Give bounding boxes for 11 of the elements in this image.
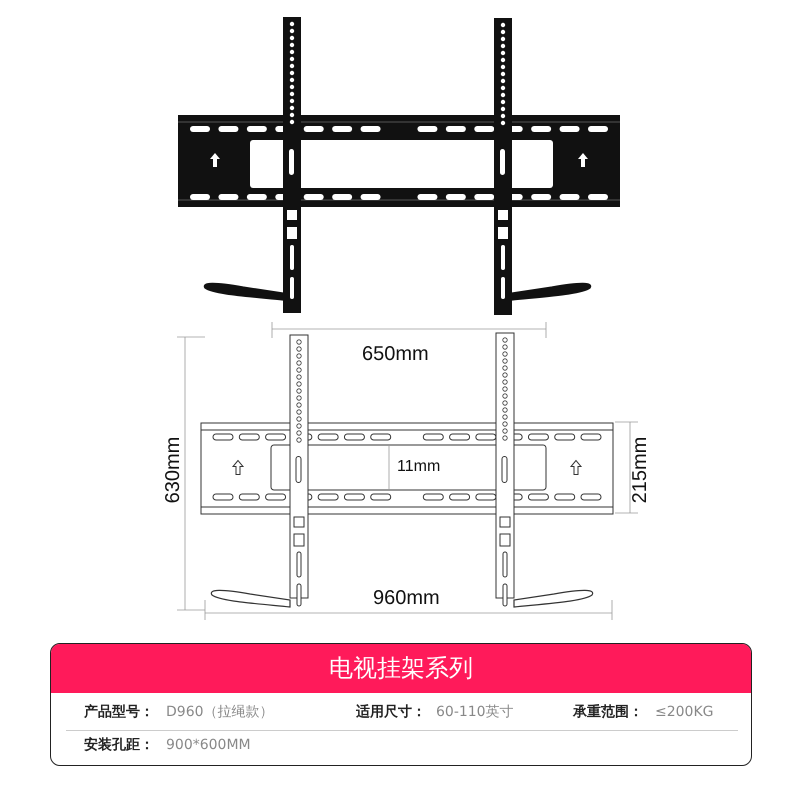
spec-value: D960（拉绳款） <box>166 705 274 719</box>
spec-value: ≤200KG <box>655 705 714 719</box>
spec-value: 60-110英寸 <box>436 705 514 719</box>
spec-label: 安装孔距： <box>84 738 154 752</box>
dimension-label: 215mm <box>630 436 652 506</box>
spec-label: 产品型号： <box>84 705 154 719</box>
heading-band: 电视挂架系列 <box>51 644 751 693</box>
spec-value: 900*600MM <box>166 738 251 752</box>
spec-label: 承重范围： <box>573 705 643 719</box>
spec-label: 适用尺寸： <box>356 705 426 719</box>
dimension-label: 630mm <box>163 436 185 506</box>
